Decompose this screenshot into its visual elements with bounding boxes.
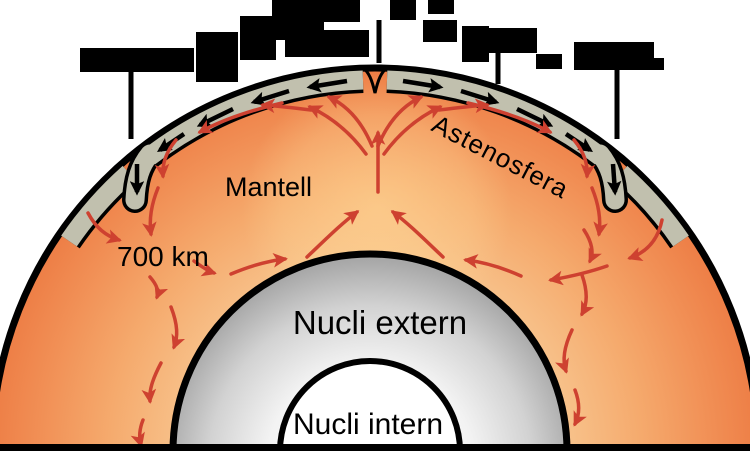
cropped-label-fragment [536,54,562,69]
cropped-label-fragments [80,0,664,82]
convection-arrow [463,254,523,278]
plate-arrow [564,132,593,152]
earth-outline [0,64,750,394]
cropped-label-fragment [324,0,360,22]
earth-body [0,64,750,451]
convection-arrow [307,105,368,156]
convection-arrow [572,138,596,179]
cropped-label-fragment [462,26,489,62]
convection-arrow [192,259,217,277]
cropped-label-fragment [196,32,238,82]
convection-arrow [141,361,163,404]
plate-arrow [250,88,290,106]
convection-arrow [148,275,169,300]
convection-arrows [86,95,664,448]
inner-core [277,358,463,451]
convection-arrow [582,228,602,264]
convection-arrow [573,388,587,427]
convection-arrow [154,138,178,179]
plate-arrow [402,78,444,93]
plate-arrow [157,132,186,152]
convection-arrow [627,218,664,262]
cropped-label-fragment [390,0,416,20]
depth-label: 700 km [117,241,209,272]
outer-core-label: Nucli extern [293,304,467,341]
convection-arrow [229,252,288,276]
inner-core-label: Nucli intern [293,408,443,441]
mantle-label: Mantell [225,172,312,202]
convection-arrow [548,264,609,286]
convection-arrow [86,211,122,244]
cropped-label-fragment [423,20,457,42]
cropped-label-fragment [574,42,654,70]
surface-baseline [0,444,750,451]
cropped-label-fragment [489,28,537,53]
convection-arrow [197,101,284,134]
convection-arrow [382,105,443,156]
convection-arrow [326,95,374,148]
convection-arrow [376,95,424,148]
cropped-label-fragment [80,48,194,72]
convection-arrow [390,210,445,259]
label-leader-lines [128,20,620,139]
convection-arrow [555,328,574,374]
cropped-label-fragment [285,30,369,57]
convection-arrow [466,101,553,134]
cropped-label-fragment [428,0,454,14]
convection-arrow [590,186,608,237]
outer-core [169,250,571,451]
convection-arrow [580,273,595,317]
plate-arrow [306,78,348,93]
slab-down-arrow-right [607,163,622,196]
mid-ocean-ridge-notch [361,65,389,94]
convection-arrow [169,305,186,350]
convection-arrow [130,418,145,448]
convection-arrow [305,210,360,259]
convection-arrow [142,186,160,237]
cropped-label-fragment [240,16,276,60]
cropped-label-fragment [648,58,664,70]
plate-arrow [460,88,500,106]
